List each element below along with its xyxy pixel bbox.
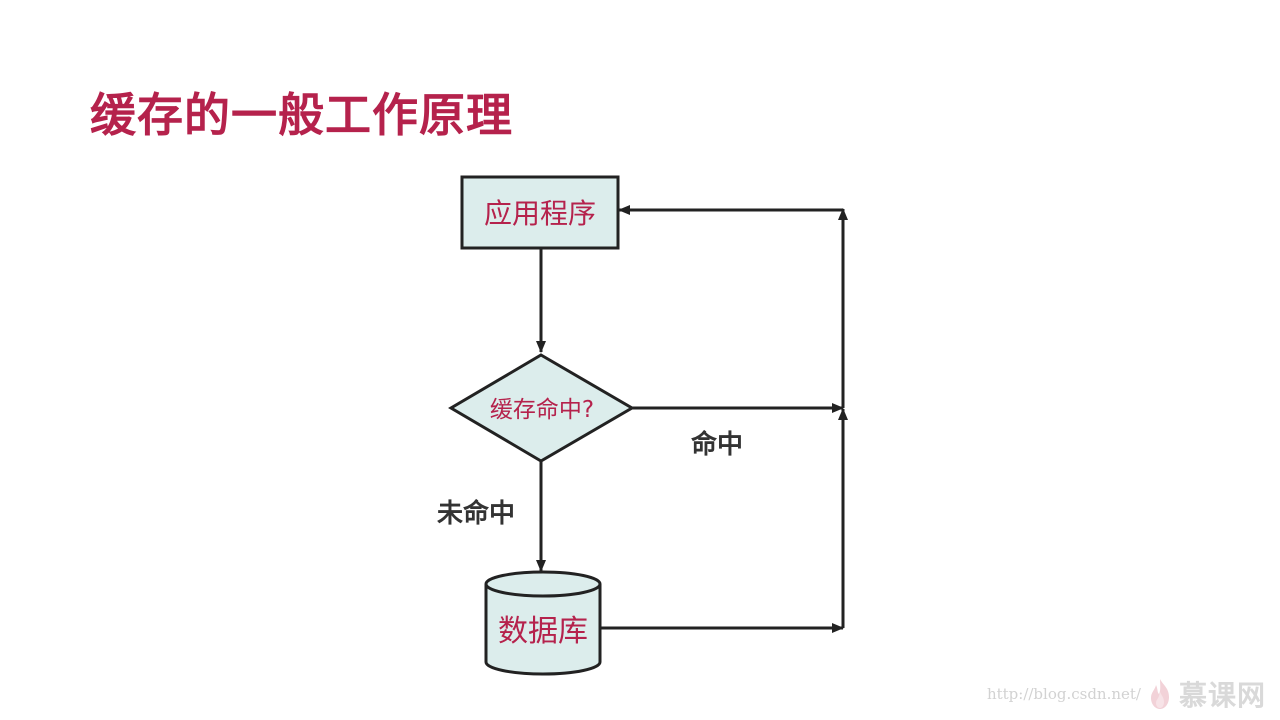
cache-check-node: 缓存命中? [448,353,635,463]
watermark-url: http://blog.csdn.net/ [986,685,1141,703]
database-label: 数据库 [498,614,588,649]
application-label: 应用程序 [484,197,596,230]
application-node: 应用程序 [460,175,620,250]
cache-check-label: 缓存命中? [490,397,594,423]
edge-miss-label: 未命中 [437,498,515,529]
flame-icon [1150,679,1169,709]
database-node: 数据库 [484,570,602,676]
watermark-brand: 慕课网 [1178,679,1266,712]
slide-title: 缓存的一般工作原理 [90,88,513,142]
watermark: http://blog.csdn.net/ 慕课网 [987,674,1266,714]
edge-hit-label: 命中 [691,429,743,460]
